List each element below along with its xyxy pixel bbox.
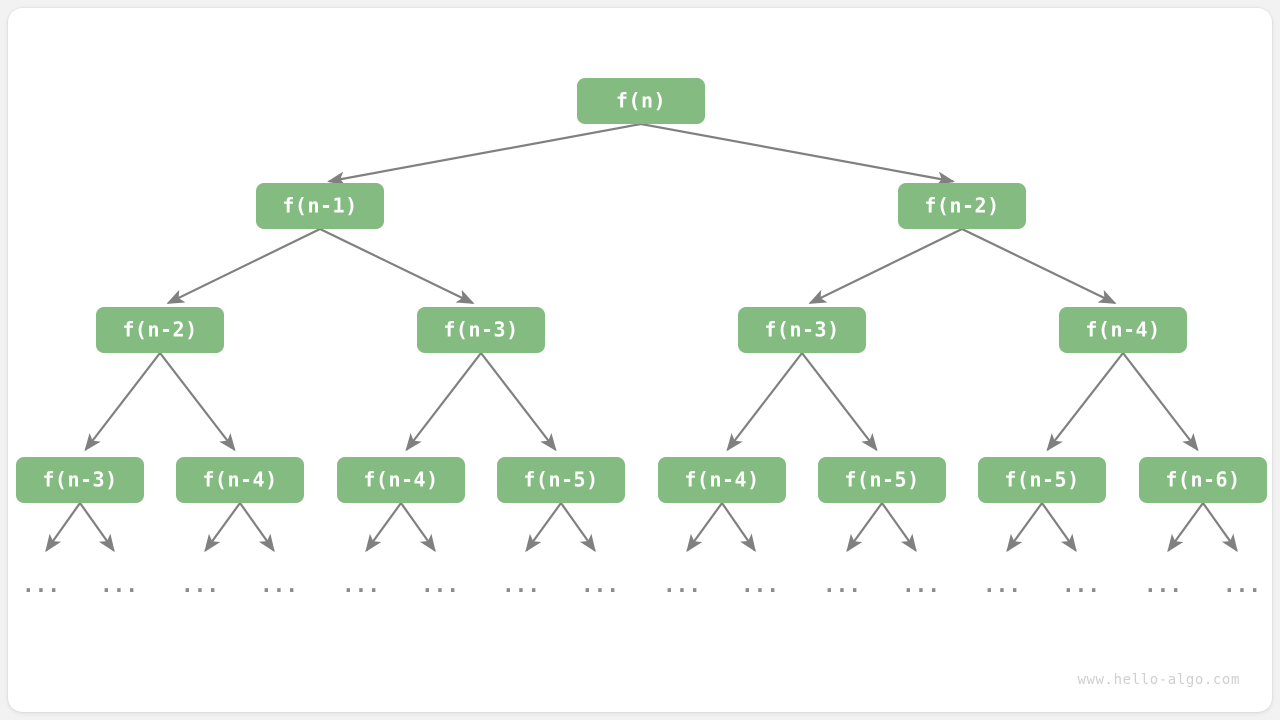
tree-leaf-edge: [881, 502, 917, 553]
tree-node-box: [96, 307, 224, 353]
tree-node-label: f(n-2): [122, 318, 197, 342]
tree-edge: [808, 228, 963, 305]
tree-node: f(n-6): [1139, 457, 1267, 503]
tree-node: f(n-2): [898, 183, 1026, 229]
tree-leaf-edge: [45, 502, 81, 553]
tree-leaf-edge: [400, 502, 436, 553]
tree-ellipsis: ...: [823, 573, 861, 597]
tree-ellipsis: ...: [1223, 573, 1261, 597]
tree-node-box: [818, 457, 946, 503]
tree-node-label: f(n-6): [1165, 468, 1240, 492]
tree-leaf-edge: [846, 502, 883, 553]
tree-node: f(n-3): [417, 307, 545, 353]
tree-leaf-edge: [560, 502, 596, 553]
tree-node-box: [256, 183, 384, 229]
tree-node: f(n-1): [256, 183, 384, 229]
tree-edge: [319, 228, 475, 305]
tree-edge: [159, 352, 236, 452]
tree-leaf-edge: [79, 502, 115, 553]
tree-edge: [480, 352, 557, 452]
tree-node-label: f(n-3): [764, 318, 839, 342]
tree-node-box: [978, 457, 1106, 503]
tree-node-box: [417, 307, 545, 353]
tree-leaf-edge: [686, 502, 723, 553]
tree-edge: [405, 352, 482, 452]
tree-ellipsis: ...: [902, 573, 940, 597]
tree-ellipsis: ...: [581, 573, 619, 597]
tree-nodes-layer: f(n) f(n-1) f(n-2) f(n-2) f(n-3) f(n-3) f(n-4)…: [16, 78, 1267, 503]
tree-node-box: [1139, 457, 1267, 503]
tree-node-box: [176, 457, 304, 503]
tree-node-box: [577, 78, 705, 124]
tree-ellipsis: ...: [663, 573, 701, 597]
tree-node-box: [898, 183, 1026, 229]
tree-node-label: f(n-3): [443, 318, 518, 342]
tree-leaf-edge: [1167, 502, 1204, 553]
tree-node-label: f(n-2): [924, 194, 999, 218]
recursion-tree-figure-card: f(n) f(n-1) f(n-2) f(n-2) f(n-3) f(n-3) f(n-4)…: [8, 8, 1272, 712]
tree-node-label: f(n-4): [1085, 318, 1160, 342]
tree-ellipsis: ...: [1062, 573, 1100, 597]
tree-node-box: [16, 457, 144, 503]
tree-node-label: f(n-5): [1004, 468, 1079, 492]
tree-edge: [1046, 352, 1124, 452]
tree-node: f(n-4): [337, 457, 465, 503]
tree-ellipsis: ...: [741, 573, 779, 597]
tree-edge: [726, 352, 803, 452]
tree-leaf-edge: [1202, 502, 1238, 553]
watermark-text: www.hello-algo.com: [1077, 672, 1240, 688]
tree-node-label: f(n): [616, 89, 666, 113]
tree-ellipsis-layer: ........................................…: [22, 573, 1261, 597]
tree-edge: [1122, 352, 1199, 452]
tree-node-label: f(n-4): [684, 468, 759, 492]
tree-leaf-edge: [1041, 502, 1077, 553]
tree-leaf-edge: [525, 502, 562, 553]
tree-edge: [166, 228, 321, 305]
tree-edge: [84, 352, 161, 452]
recursion-tree-svg: f(n) f(n-1) f(n-2) f(n-2) f(n-3) f(n-3) f(n-4)…: [16, 78, 1267, 688]
tree-ellipsis: ...: [100, 573, 138, 597]
tree-node: f(n-3): [16, 457, 144, 503]
tree-ellipsis: ...: [421, 573, 459, 597]
tree-node-box: [1059, 307, 1187, 353]
tree-ellipsis: ...: [983, 573, 1021, 597]
tree-ellipsis: ...: [22, 573, 60, 597]
tree-edges-layer: [84, 122, 1199, 452]
tree-node-label: f(n-1): [282, 194, 357, 218]
tree-ellipsis: ...: [1144, 573, 1182, 597]
tree-leaf-edge: [721, 502, 756, 553]
tree-node-label: f(n-4): [202, 468, 277, 492]
tree-ellipsis: ...: [342, 573, 380, 597]
tree-node: f(n-5): [818, 457, 946, 503]
tree-node: f(n-5): [978, 457, 1106, 503]
tree-leaf-edges-layer: [45, 502, 1238, 553]
tree-leaf-edge: [365, 502, 402, 553]
tree-node-label: f(n-5): [523, 468, 598, 492]
tree-node: f(n): [577, 78, 705, 124]
tree-node-box: [337, 457, 465, 503]
tree-node-box: [738, 307, 866, 353]
tree-ellipsis: ...: [260, 573, 298, 597]
tree-edge: [640, 122, 955, 186]
tree-ellipsis: ...: [181, 573, 219, 597]
tree-node-box: [497, 457, 625, 503]
tree-leaf-edge: [239, 502, 275, 553]
tree-node: f(n-2): [96, 307, 224, 353]
tree-leaf-edge: [204, 502, 241, 553]
tree-node: f(n-4): [658, 457, 786, 503]
tree-node-label: f(n-4): [363, 468, 438, 492]
tree-ellipsis: ...: [502, 573, 540, 597]
tree-leaf-edge: [1006, 502, 1043, 553]
tree-node: f(n-4): [1059, 307, 1187, 353]
tree-node: f(n-4): [176, 457, 304, 503]
tree-node-label: f(n-3): [42, 468, 117, 492]
tree-node: f(n-5): [497, 457, 625, 503]
tree-node-box: [658, 457, 786, 503]
tree-edge: [327, 122, 642, 186]
tree-edge: [801, 352, 878, 452]
tree-node-label: f(n-5): [844, 468, 919, 492]
tree-node: f(n-3): [738, 307, 866, 353]
tree-edge: [961, 228, 1117, 305]
